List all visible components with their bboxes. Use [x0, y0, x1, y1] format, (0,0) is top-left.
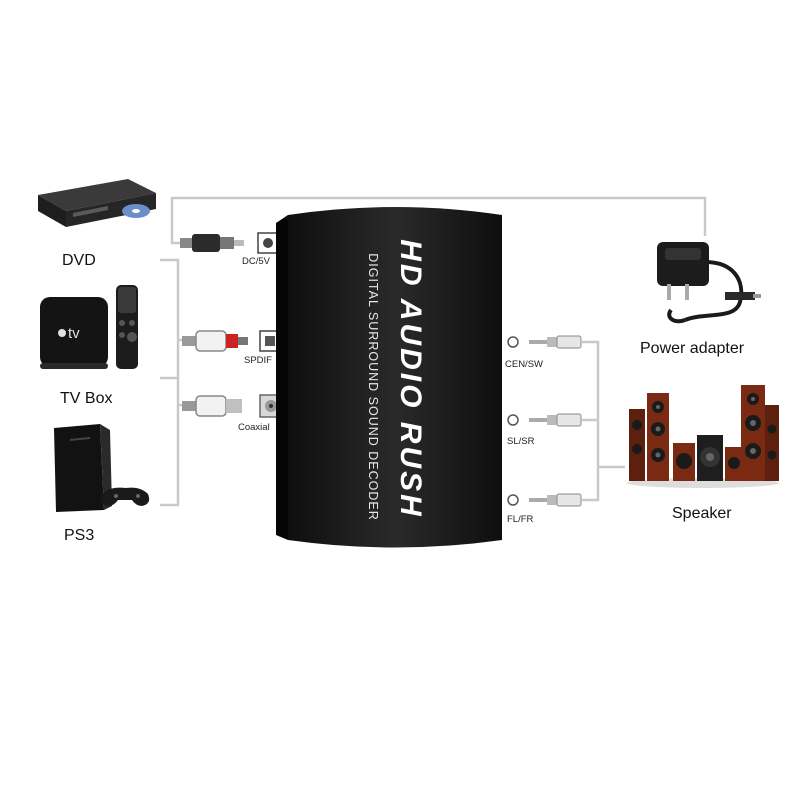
source-label-dvd: DVD	[62, 252, 96, 269]
decoder-title: HD AUDIO RUSH	[394, 239, 427, 519]
apple-tv-icon: tv	[40, 285, 138, 369]
decoder-subtitle: DIGITAL SURROUND SOUND DECODER	[366, 253, 380, 521]
source-label-ps3: PS3	[64, 527, 95, 544]
output-jack-cen-sw	[507, 335, 582, 349]
decoder-box	[276, 207, 502, 548]
decoder-title-group: HD AUDIO RUSH DIGITAL SURROUND SOUND DEC…	[366, 239, 428, 540]
input-label-dc: DC/5V	[242, 256, 270, 267]
speaker-label: Speaker	[672, 505, 732, 522]
output-jack-fl-fr	[507, 493, 582, 507]
optical-plug-icon	[182, 330, 281, 352]
dvd-player-icon	[38, 179, 156, 227]
output-label-sl-sr: SL/SR	[507, 436, 535, 447]
tv-brand-text: tv	[68, 325, 80, 342]
power-adapter-label: Power adapter	[640, 340, 745, 357]
input-label-spdif: SPDIF	[244, 355, 272, 366]
dc-plug-icon	[180, 232, 279, 254]
power-adapter-icon	[657, 242, 761, 324]
speaker-system-icon	[627, 385, 779, 488]
output-label-fl-fr: FL/FR	[507, 514, 534, 525]
output-label-cen-sw: CEN/SW	[505, 359, 543, 370]
playstation-icon	[54, 424, 150, 512]
coaxial-plug-icon	[182, 394, 282, 418]
input-label-coaxial: Coaxial	[238, 422, 270, 433]
output-jack-sl-sr	[507, 413, 582, 427]
source-label-tv-box: TV Box	[60, 390, 113, 407]
